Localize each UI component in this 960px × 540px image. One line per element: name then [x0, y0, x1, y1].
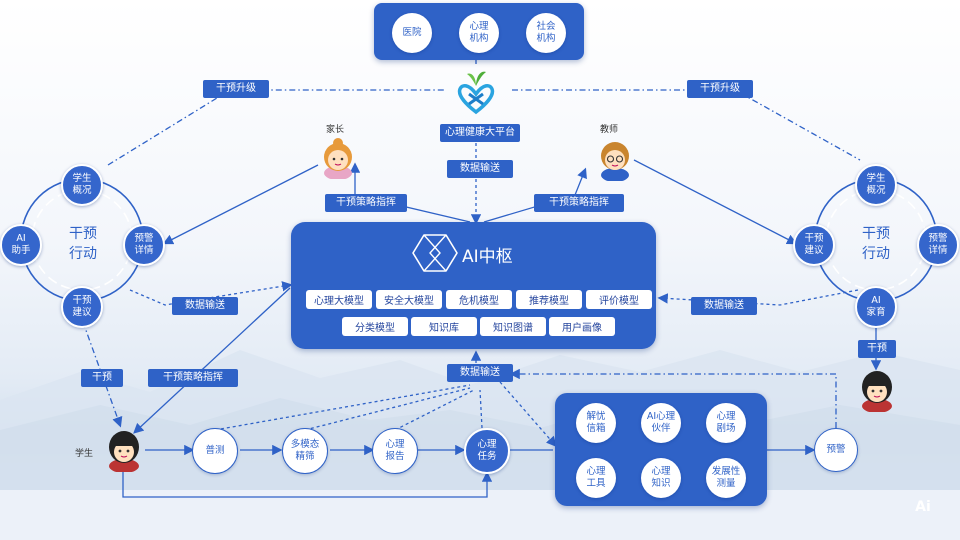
role-student-label: 学生: [75, 449, 94, 459]
tag-data-right: 数据输送: [691, 297, 757, 315]
role-parent-label: 家长: [326, 125, 345, 135]
ai-hub-title: AI中枢: [462, 246, 513, 267]
service-ai-partner[interactable]: AI心理 伙伴: [641, 403, 681, 443]
left-ring-ai-assistant[interactable]: AI 助手: [0, 224, 42, 266]
service-dev-measure[interactable]: 发展性 测量: [706, 458, 746, 498]
tag-data-left: 数据输送: [172, 297, 238, 315]
tag-strategy-parent: 干预策略指挥: [325, 194, 407, 212]
hub-model-crisis[interactable]: 危机模型: [446, 290, 512, 309]
left-ring-intervention-advice[interactable]: 干预 建议: [61, 286, 103, 328]
tag-data-bottom: 数据输送: [447, 364, 513, 382]
hub-knowledge-graph[interactable]: 知识图谱: [480, 317, 546, 336]
tag-upgrade-right: 干预升级: [687, 80, 753, 98]
role-teacher-label: 教师: [600, 125, 619, 135]
hub-knowledge-base[interactable]: 知识库: [411, 317, 477, 336]
flow-warning[interactable]: 预警: [814, 428, 858, 472]
service-knowledge[interactable]: 心理 知识: [641, 458, 681, 498]
institution-social: 社会 机构: [526, 13, 566, 53]
left-ring-warning-detail[interactable]: 预警 详情: [123, 224, 165, 266]
heart-sprout-icon: [457, 71, 495, 115]
hub-model-psych[interactable]: 心理大模型: [306, 290, 372, 309]
student-avatar-icon: [109, 431, 139, 472]
service-mailbox[interactable]: 解忧 信箱: [576, 403, 616, 443]
parent-avatar-icon: [324, 138, 352, 179]
watermark-logo: Ai: [915, 499, 931, 515]
hub-model-recommend[interactable]: 推荐模型: [516, 290, 582, 309]
right-ring-warning-detail[interactable]: 预警 详情: [917, 224, 959, 266]
left-ring-title: 干预 行动: [69, 226, 97, 263]
platform-label: 心理健康大平台: [440, 124, 520, 142]
flow-step-task[interactable]: 心理 任务: [464, 428, 510, 474]
right-ring-student-overview[interactable]: 学生 概况: [855, 164, 897, 206]
flow-step-screening[interactable]: 普测: [192, 428, 238, 474]
hub-model-evaluate[interactable]: 评价模型: [586, 290, 652, 309]
teacher-avatar-icon: [601, 142, 629, 181]
tag-intervene-left: 干预: [81, 369, 123, 387]
ai-family-avatar-icon: [862, 371, 892, 412]
tag-strategy-student: 干预策略指挥: [148, 369, 238, 387]
tag-upgrade-left: 干预升级: [203, 80, 269, 98]
tag-data-top: 数据输送: [447, 160, 513, 178]
hub-user-profile[interactable]: 用户画像: [549, 317, 615, 336]
flow-step-multimodal[interactable]: 多模态 精筛: [282, 428, 328, 474]
left-ring-student-overview[interactable]: 学生 概况: [61, 164, 103, 206]
hub-model-classify[interactable]: 分类模型: [342, 317, 408, 336]
tag-strategy-teacher: 干预策略指挥: [534, 194, 624, 212]
flow-step-report[interactable]: 心理 报告: [372, 428, 418, 474]
service-theater[interactable]: 心理 剧场: [706, 403, 746, 443]
institution-hospital: 医院: [392, 13, 432, 53]
tag-intervene-right: 干预: [858, 340, 896, 358]
hub-model-safety[interactable]: 安全大模型: [376, 290, 442, 309]
ai-hub-logo-icon: [412, 234, 458, 272]
right-ring-title: 干预 行动: [862, 226, 890, 263]
service-tools[interactable]: 心理 工具: [576, 458, 616, 498]
institution-psych: 心理 机构: [459, 13, 499, 53]
right-ring-intervention-advice[interactable]: 干预 建议: [793, 224, 835, 266]
right-ring-ai-family-education[interactable]: AI 家育: [855, 286, 897, 328]
